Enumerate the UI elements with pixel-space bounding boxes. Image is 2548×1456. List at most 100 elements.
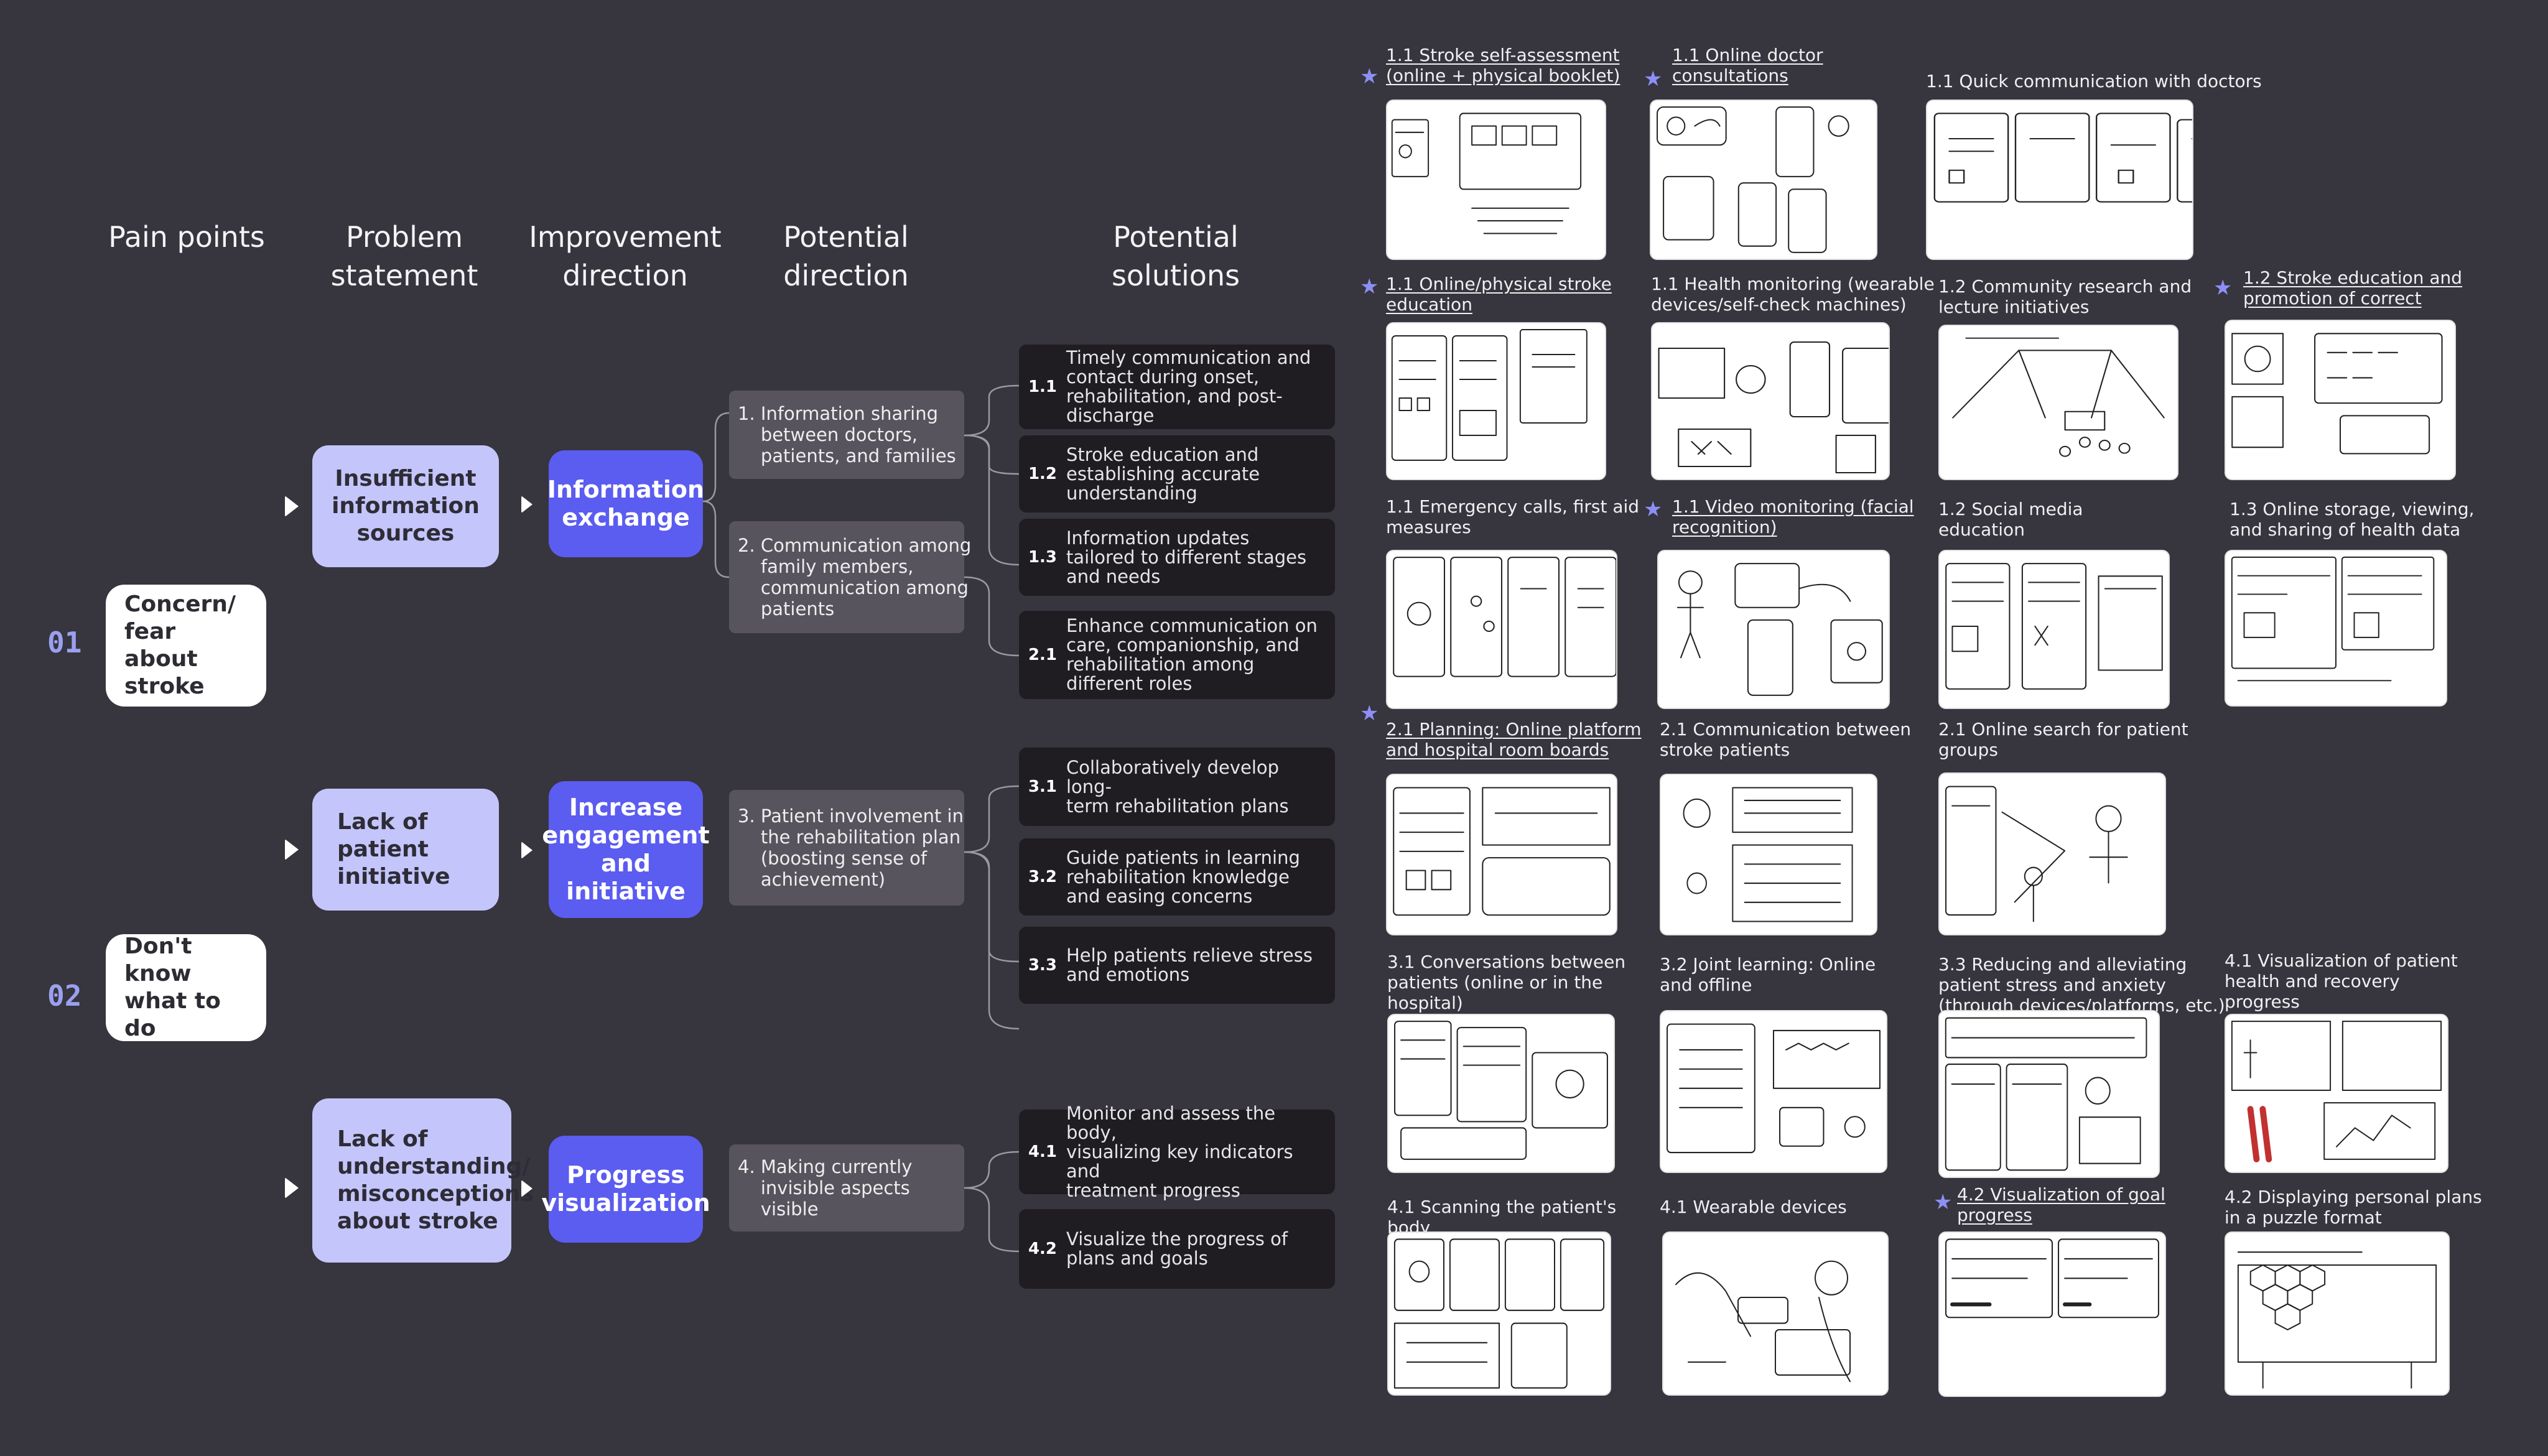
sketch-caption: 3.1 Conversations between patients (onli… <box>1387 952 1626 1013</box>
sketch-caption: 2.1 Communication between stroke patient… <box>1660 719 1912 760</box>
arrow-icon <box>521 496 532 513</box>
solution-number: 1.1 <box>1028 377 1058 396</box>
solution-2-1: 2.1 Enhance communication on care, compa… <box>1019 611 1335 699</box>
sketch-caption: 4.1 Visualization of patient health and … <box>2225 950 2458 1012</box>
sketch-image <box>1387 1014 1615 1173</box>
sketch-caption: 4.1 Scanning the patient's body <box>1387 1197 1617 1238</box>
sketch-caption: 4.2 Displaying personal plans in a puzzl… <box>2225 1187 2482 1228</box>
sketch-caption: 1.1 Stroke self-assessment (online + phy… <box>1386 45 1620 86</box>
solution-number: 1.2 <box>1028 464 1058 483</box>
header-pain-points: Pain points <box>108 220 265 254</box>
solution-number: 3.1 <box>1028 777 1058 796</box>
solution-text: Stroke education and establishing accura… <box>1066 443 1260 504</box>
improvement-information-exchange: Information exchange <box>547 450 704 557</box>
sketch-image <box>2225 550 2447 707</box>
sketch-image <box>1938 325 2178 480</box>
arrow-icon <box>285 496 299 517</box>
sketch-image <box>1650 100 1877 260</box>
arrow-icon <box>521 1180 532 1197</box>
sketch-caption: 1.2 Social media education <box>1938 499 2083 540</box>
star-icon: ★ <box>1360 64 1379 89</box>
direction-patient-involvement: 3. Patient involvement in the rehabilita… <box>729 790 964 906</box>
sketch-caption: 2.1 Planning: Online platform and hospit… <box>1386 719 1642 760</box>
sketch-caption: 1.2 Stroke education and promotion of co… <box>2243 267 2463 308</box>
sketch-caption: 1.1 Quick communication with doctors <box>1926 71 2262 91</box>
sketch-caption: 1.1 Online doctor consultations <box>1672 45 1823 86</box>
problem-lack-of-understanding: Lack of understanding/ misconceptions ab… <box>312 1098 534 1263</box>
star-icon: ★ <box>1360 274 1379 299</box>
solution-number: 2.1 <box>1028 645 1058 664</box>
problem-insufficient-information: Insufficient information sources <box>312 445 499 567</box>
solution-1-2: 1.2 Stroke education and establishing ac… <box>1019 435 1335 512</box>
solution-text: Help patients relieve stress and emotion… <box>1066 945 1313 985</box>
sketch-image <box>1938 772 2166 935</box>
star-icon: ★ <box>1360 701 1379 726</box>
sketch-caption: 1.2 Community research and lecture initi… <box>1938 276 2192 317</box>
solution-1-1: 1.1 Timely communication and contact dur… <box>1019 345 1335 429</box>
sketch-caption: 1.3 Online storage, viewing, and sharing… <box>2230 499 2475 540</box>
sketch-image <box>1660 774 1877 935</box>
sketch-caption: 3.2 Joint learning: Online and offline <box>1660 954 1876 995</box>
solution-number: 4.1 <box>1028 1142 1058 1161</box>
sketch-image <box>2225 1014 2448 1173</box>
solution-3-3: 3.3 Help patients relieve stress and emo… <box>1019 927 1335 1004</box>
solution-text: Timely communication and contact during … <box>1066 347 1311 426</box>
solution-1-3: 1.3 Information updates tailored to diff… <box>1019 519 1335 596</box>
solution-text: Enhance communication on care, companion… <box>1066 615 1318 694</box>
solution-text: Visualize the progress of plans and goal… <box>1066 1228 1288 1269</box>
star-icon: ★ <box>1933 1190 1953 1215</box>
sketch-image <box>1660 1010 1887 1173</box>
solution-4-1: 4.1 Monitor and assess the body, visuali… <box>1019 1103 1335 1200</box>
problem-lack-of-initiative: Lack of patient initiative <box>312 789 499 911</box>
solution-number: 1.3 <box>1028 547 1058 567</box>
sketch-caption: 1.1 Video monitoring (facial recognition… <box>1672 496 1914 537</box>
header-improvement-direction: Improvement direction <box>529 220 722 292</box>
sketch-image <box>1386 100 1606 260</box>
sketch-caption: 4.1 Wearable devices <box>1660 1197 1847 1217</box>
arrow-icon <box>285 839 299 860</box>
sketch-caption: 4.2 Visualization of goal progress <box>1957 1184 2165 1225</box>
sketch-image <box>1938 1010 2160 1178</box>
pain-point-dont-know: Don't know what to do <box>106 934 266 1041</box>
sketch-image <box>1938 1231 2166 1397</box>
solution-text: Collaboratively develop long- term rehab… <box>1066 756 1289 817</box>
arrow-icon <box>521 842 532 859</box>
solution-text: Monitor and assess the body, visualizing… <box>1066 1102 1293 1201</box>
solution-number: 3.2 <box>1028 867 1058 886</box>
sketch-image <box>2225 320 2456 480</box>
sketch-image <box>1386 322 1606 480</box>
solution-3-1: 3.1 Collaboratively develop long- term r… <box>1019 748 1335 826</box>
improvement-engagement: Increase engagement and initiative <box>542 781 710 918</box>
sketch-image <box>1651 322 1890 480</box>
pain-point-number-2: 02 <box>47 979 82 1013</box>
solution-4-2: 4.2 Visualize the progress of plans and … <box>1019 1209 1335 1289</box>
sketch-image <box>1657 550 1890 709</box>
solution-text: Information updates tailored to differen… <box>1066 527 1307 587</box>
header-potential-direction: Potential direction <box>783 220 909 292</box>
solution-3-2: 3.2 Guide patients in learning rehabilit… <box>1019 838 1335 916</box>
star-icon: ★ <box>1644 497 1663 522</box>
direction-information-sharing: 1. Information sharing between doctors, … <box>729 391 964 479</box>
arrow-icon <box>285 1177 299 1199</box>
header-potential-solutions: Potential solutions <box>1111 220 1240 292</box>
solution-number: 3.3 <box>1028 955 1058 975</box>
star-icon: ★ <box>2213 276 2233 300</box>
header-problem-statement: Problem statement <box>330 220 478 292</box>
sketch-caption: 2.1 Online search for patient groups <box>1938 719 2188 760</box>
sketch-image <box>1938 550 2170 709</box>
solution-number: 4.2 <box>1028 1239 1058 1258</box>
improvement-progress-visualization: Progress visualization <box>541 1136 710 1243</box>
sketch-caption: 1.1 Emergency calls, first aid measures <box>1386 496 1640 537</box>
sketch-image <box>1386 774 1617 935</box>
sketch-image <box>1387 1231 1611 1396</box>
pain-point-concern: Concern/ fear about stroke <box>106 585 266 707</box>
direction-communication-among-family: 2. Communication among family members, c… <box>729 521 971 633</box>
sketch-image <box>1386 550 1617 709</box>
sketch-image <box>1662 1231 1889 1396</box>
sketch-caption: 1.1 Health monitoring (wearable devices/… <box>1651 274 1935 315</box>
sketch-image <box>2225 1231 2450 1396</box>
solution-text: Guide patients in learning rehabilitatio… <box>1066 846 1300 907</box>
direction-making-visible: 4. Making currently invisible aspects vi… <box>729 1144 964 1231</box>
star-icon: ★ <box>1644 67 1663 91</box>
